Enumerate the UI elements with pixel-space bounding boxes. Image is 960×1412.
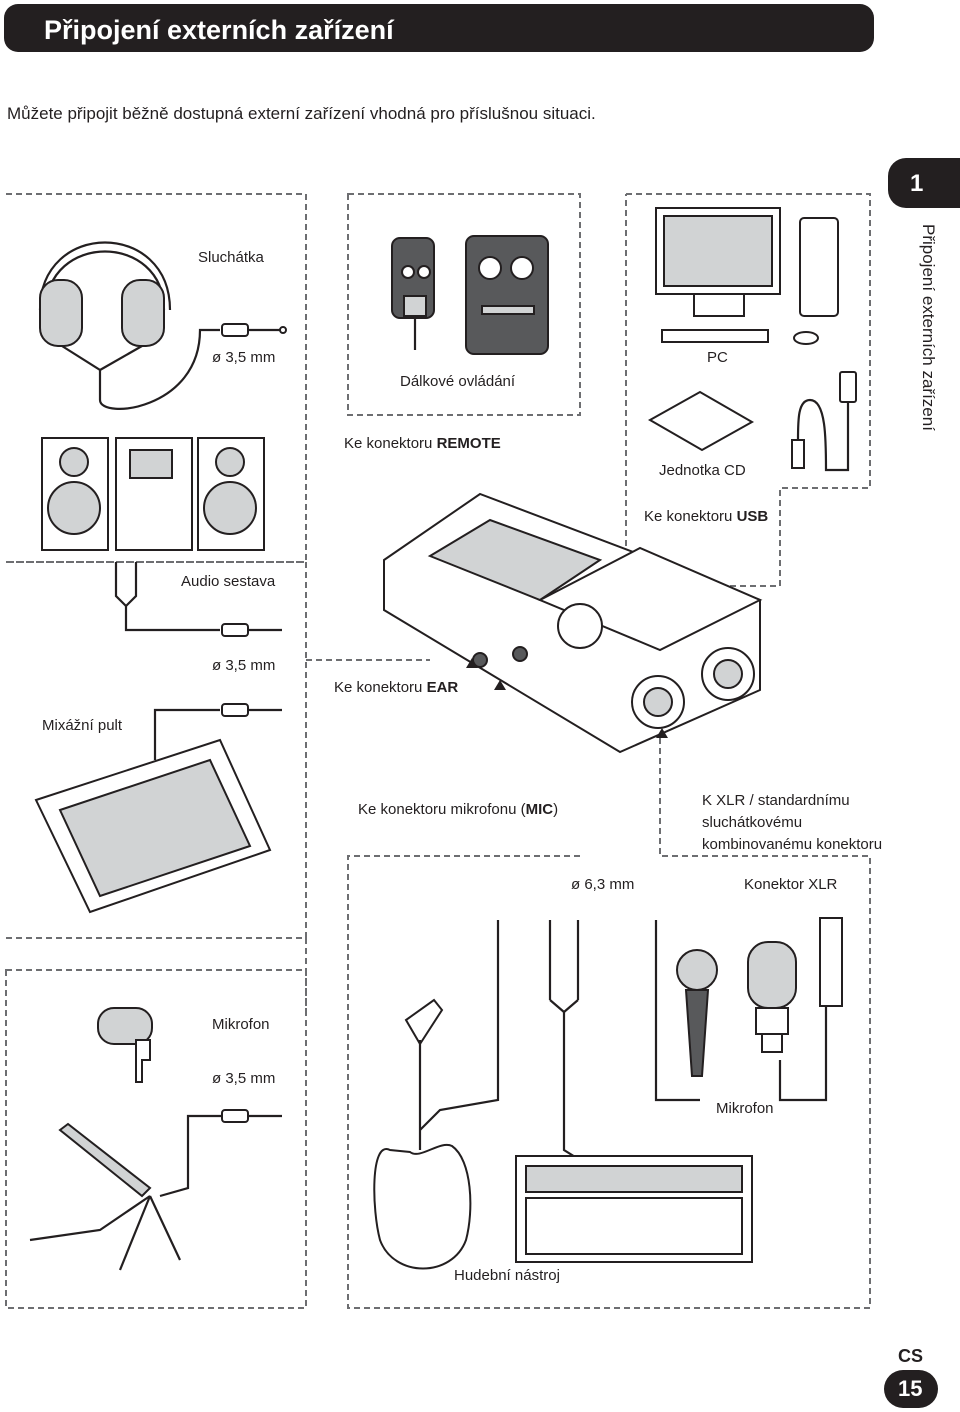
headphones-icon bbox=[38, 241, 220, 410]
dynamic-microphone-icon bbox=[676, 949, 718, 1077]
cd-unit-icon bbox=[647, 390, 755, 452]
remote-box bbox=[347, 193, 581, 416]
cd-unit-label: Jednotka CD bbox=[659, 462, 746, 479]
mic-box bbox=[5, 969, 307, 1309]
remote-jack-name: REMOTE bbox=[436, 435, 501, 452]
mixer-cable bbox=[153, 703, 282, 760]
ear-arrow-icon bbox=[466, 658, 478, 668]
mic-jack-label: Ke konektoru mikrofonu (MIC) bbox=[358, 801, 558, 818]
usb-jack-name: USB bbox=[736, 508, 769, 525]
usb-jack-label: Ke konektoru USB bbox=[644, 508, 768, 525]
xlr-label-line3: kombinovanému konektoru bbox=[702, 836, 883, 853]
xlr-label-line1: K XLR / standardnímu bbox=[702, 792, 850, 809]
chapter-side-title: Připojení externích zařízení bbox=[919, 224, 938, 431]
intro-text: Můžete připojit běžně dostupná externí z… bbox=[7, 104, 596, 123]
xlr-jack-label: K XLR / standardnímu sluchátkovému kombi… bbox=[702, 790, 882, 856]
microphone-label-right: Mikrofon bbox=[716, 1100, 774, 1117]
chapter-tab: 1 bbox=[888, 158, 960, 208]
instrument-box bbox=[347, 728, 871, 1309]
usb-jack-prefix: Ke konektoru bbox=[644, 508, 737, 525]
shotgun-microphone-icon bbox=[29, 1122, 181, 1271]
mic-jack-suffix: ) bbox=[553, 801, 559, 818]
ear-jack-prefix: Ke konektoru bbox=[334, 679, 427, 696]
mixer-icon bbox=[34, 738, 272, 914]
headphones-label: Sluchátka bbox=[198, 249, 264, 266]
page-number: 15 bbox=[898, 1376, 923, 1401]
size-label-mic: ø 3,5 mm bbox=[212, 1070, 276, 1087]
size-label-audio: ø 3,5 mm bbox=[212, 657, 276, 674]
xlr-connector-label: Konektor XLR bbox=[744, 876, 838, 893]
remote-jack-label: Ke konektoru REMOTE bbox=[344, 435, 501, 452]
ear-jack-name: EAR bbox=[426, 679, 459, 696]
remote-control-icon bbox=[391, 235, 549, 355]
audio-system-label: Audio sestava bbox=[181, 573, 276, 590]
headphones-box bbox=[6, 193, 307, 563]
audio-system-icon bbox=[41, 437, 265, 551]
size-label-headphones: ø 3,5 mm bbox=[212, 349, 276, 366]
xlr-arrow-icon bbox=[656, 728, 668, 738]
small-microphone-icon bbox=[97, 1007, 153, 1083]
header-bar: Připojení externích zařízení bbox=[4, 4, 874, 52]
remote-label: Dálkové ovládání bbox=[400, 373, 516, 390]
audio-cable bbox=[114, 562, 282, 637]
mic-jack-prefix: Ke konektoru mikrofonu ( bbox=[358, 801, 526, 818]
microphone-label-left: Mikrofon bbox=[212, 1016, 270, 1033]
mic-arrow-icon bbox=[494, 680, 506, 690]
ear-jack-label: Ke konektoru EAR bbox=[334, 679, 458, 696]
usb-cable bbox=[791, 371, 857, 472]
jack-plug-headphones bbox=[221, 323, 287, 337]
mic-jack-plug bbox=[159, 1109, 282, 1198]
recorder-icon bbox=[383, 492, 763, 754]
xlr-label-line2: sluchátkovému bbox=[702, 814, 803, 831]
page-number-badge: 15 bbox=[884, 1370, 938, 1408]
size-label-63: ø 6,3 mm bbox=[571, 876, 635, 893]
pc-label: PC bbox=[707, 349, 728, 366]
pc-icon bbox=[655, 207, 839, 345]
instrument-label: Hudební nástroj bbox=[454, 1267, 560, 1284]
guitar-icon bbox=[373, 998, 472, 1270]
condenser-microphone-icon bbox=[747, 917, 843, 1053]
page-title: Připojení externích zařízení bbox=[44, 15, 394, 45]
mixer-box bbox=[6, 561, 307, 939]
mixer-label: Mixážní pult bbox=[42, 717, 123, 734]
chapter-number: 1 bbox=[910, 170, 924, 197]
remote-jack-prefix: Ke konektoru bbox=[344, 435, 437, 452]
keyboard-icon bbox=[515, 1155, 753, 1263]
language-code: CS bbox=[898, 1346, 924, 1366]
mic-jack-name: MIC bbox=[525, 801, 554, 818]
